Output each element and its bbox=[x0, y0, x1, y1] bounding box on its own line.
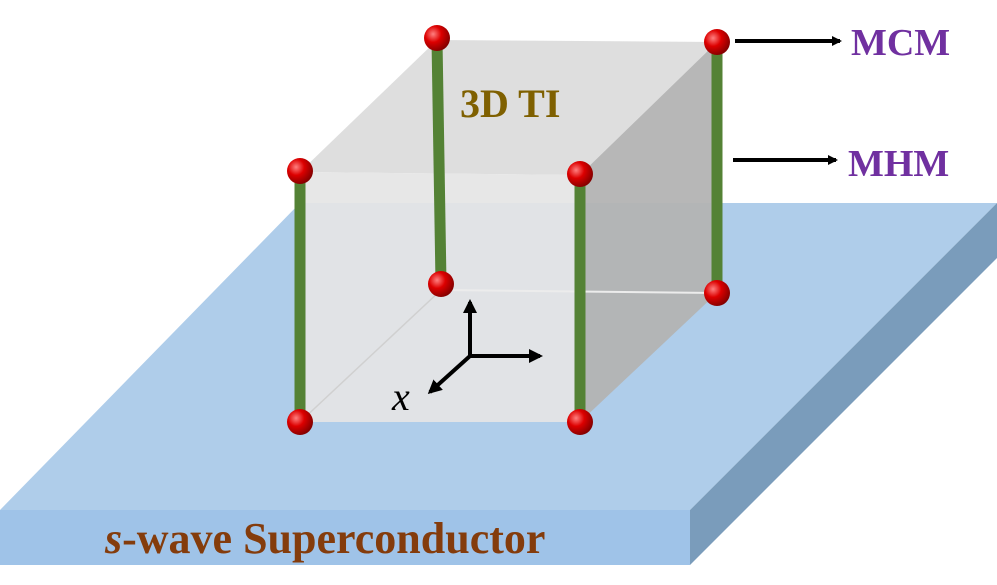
substrate-label-prefix: s bbox=[104, 514, 122, 563]
red-sphere-icon bbox=[287, 409, 313, 435]
ti-cube bbox=[299, 40, 718, 423]
red-sphere-icon bbox=[424, 25, 450, 51]
axis-x-label: x bbox=[391, 374, 410, 419]
red-sphere-icon bbox=[428, 271, 454, 297]
hinge-back-left bbox=[431, 39, 447, 284]
mcm-label: MCM bbox=[851, 22, 950, 64]
ti-label: 3D TI bbox=[460, 81, 560, 126]
red-sphere-icon bbox=[704, 280, 730, 306]
red-sphere-icon bbox=[567, 161, 593, 187]
mode-annotations: MCM MHM bbox=[733, 22, 950, 185]
mhm-label: MHM bbox=[848, 143, 949, 185]
red-sphere-icon bbox=[287, 158, 313, 184]
substrate-front-face bbox=[0, 510, 690, 565]
cube-top-face bbox=[300, 40, 717, 175]
substrate-label: s-wave Superconductor bbox=[104, 514, 545, 563]
substrate-side-face bbox=[690, 203, 997, 565]
coordinate-axes: x bbox=[391, 299, 543, 419]
hinge-modes bbox=[294, 39, 723, 422]
cube-back-diagonal-edge bbox=[299, 289, 442, 423]
substrate-label-rest: -wave Superconductor bbox=[122, 514, 545, 563]
cube-right-face bbox=[580, 42, 717, 422]
corner-modes bbox=[287, 25, 730, 435]
axis-x-arrow bbox=[427, 354, 472, 395]
red-sphere-icon bbox=[704, 29, 730, 55]
red-sphere-icon bbox=[567, 409, 593, 435]
cube-front-face bbox=[300, 172, 580, 422]
